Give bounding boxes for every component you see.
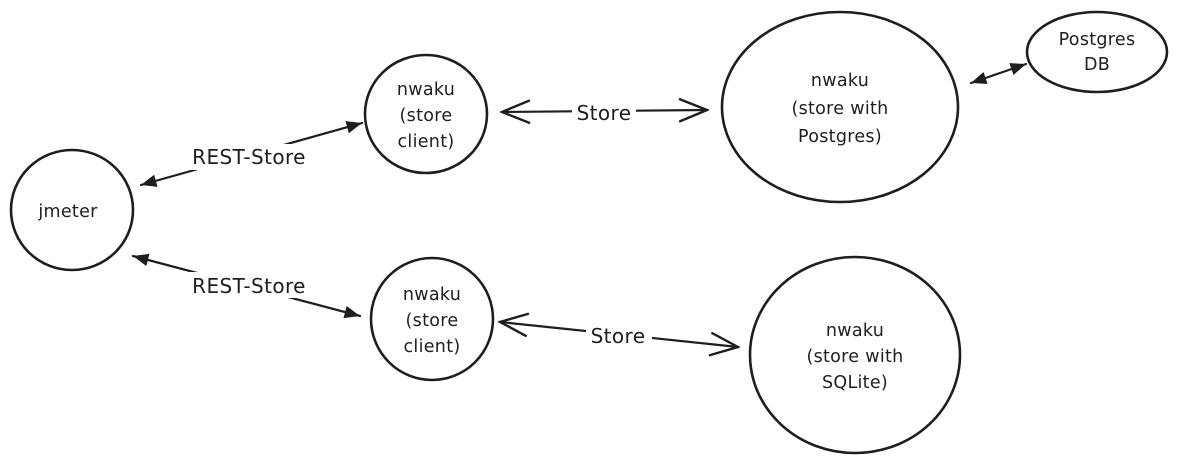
node-nwaku-store-client-top: nwaku (store client) [363,53,489,175]
nwaku-store-postgres-circle [720,10,960,204]
nwaku-store-sqlite-label-line1: nwaku [826,321,884,341]
nwaku-store-client-bottom-label-line2: (store [406,311,459,331]
nwaku-store-client-top-circle [363,53,489,175]
rest-store-bottom-label-bg [186,272,312,298]
node-postgres-db: Postgres DB [1025,10,1169,94]
edge-store-bottom: Store [500,322,738,348]
postgres-db-label-line1: Postgres [1059,30,1136,50]
nwaku-store-client-bottom-label-line3: client) [404,337,461,357]
nwaku-store-client-bottom-label-line1: nwaku [403,285,461,305]
postgres-db-link-arrow [969,62,1028,85]
node-nwaku-store-postgres: nwaku (store with Postgres) [720,10,960,204]
nwaku-store-postgres-label-line1: nwaku [811,71,869,91]
jmeter-circle [9,148,135,272]
nwaku-store-sqlite-label-line2: (store with [806,347,903,367]
nwaku-store-client-bottom-circle [369,256,495,382]
store-top-label-bg [572,99,636,125]
edge-rest-store-top: REST-Store [139,121,364,187]
node-jmeter: jmeter [9,148,135,272]
store-bottom-label: Store [591,324,646,348]
nwaku-store-postgres-label-line3: Postgres) [798,127,882,147]
store-bottom-label-bg [586,322,652,348]
nwaku-store-client-top-label-line1: nwaku [397,80,455,100]
nwaku-store-client-top-label-line3: client) [398,132,455,152]
rest-store-top-label-bg [186,144,312,170]
edge-store-top: Store [502,99,707,125]
nwaku-store-sqlite-circle [748,255,962,455]
edge-rest-store-bottom: REST-Store [131,253,362,319]
nwaku-store-postgres-label-line2: (store with [791,99,888,119]
postgres-db-ellipse [1025,10,1169,94]
edge-postgres-db-link [969,62,1028,85]
node-nwaku-store-client-bottom: nwaku (store client) [369,256,495,382]
node-nwaku-store-sqlite: nwaku (store with SQLite) [748,255,962,455]
rest-store-bottom-label: REST-Store [192,274,306,298]
nwaku-store-sqlite-label-line3: SQLite) [822,373,888,393]
jmeter-label: jmeter [37,202,98,222]
rest-store-top-label: REST-Store [192,145,306,169]
postgres-db-label-line2: DB [1084,55,1110,75]
store-top-label: Store [577,101,632,125]
nwaku-store-client-top-label-line2: (store [400,106,453,126]
